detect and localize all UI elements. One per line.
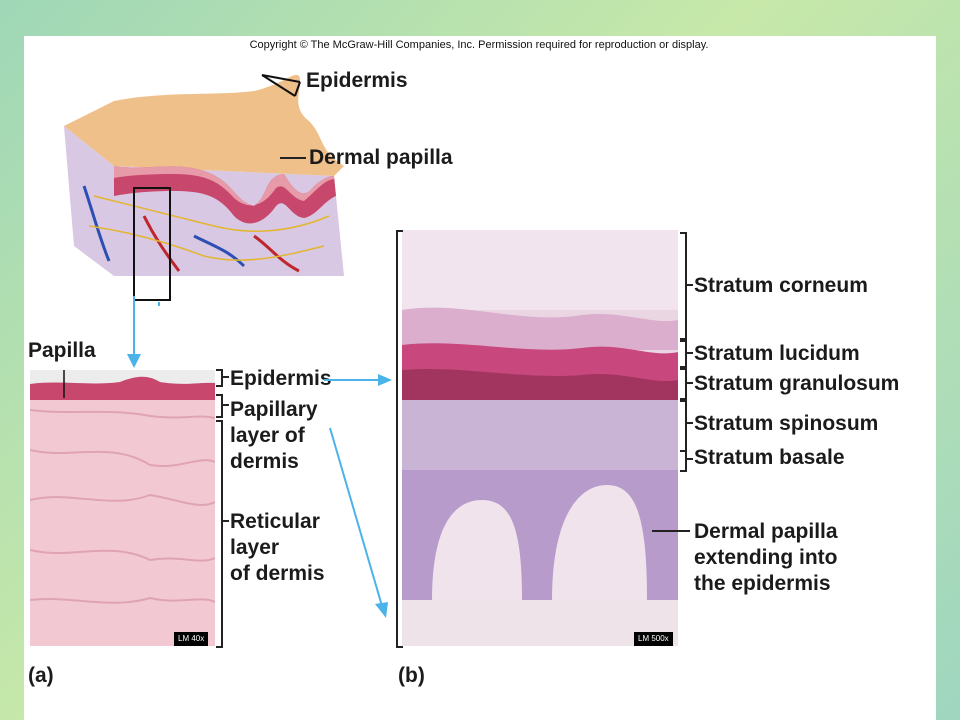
arrow-to-panel-a <box>127 296 141 368</box>
label-papillary-3: dermis <box>230 450 299 473</box>
label-spinosum: Stratum spinosum <box>694 412 879 435</box>
tick-corneum <box>687 284 693 286</box>
bracket-papillary <box>216 394 223 418</box>
panel-b-letter: (b) <box>398 664 425 687</box>
tick-lucidum <box>687 352 693 354</box>
bracket-b-left <box>396 230 403 648</box>
label-reticular-3: of dermis <box>230 562 325 585</box>
skin-block-illustration <box>64 74 344 306</box>
bracket-lucidum <box>680 340 687 368</box>
scale-a: LM 40x <box>174 632 209 646</box>
tick-spinosum <box>687 422 693 424</box>
label-basale: Stratum basale <box>694 446 845 469</box>
label-dermal-papilla-illustration: Dermal papilla <box>309 146 453 169</box>
bracket-corneum <box>680 232 687 340</box>
label-papilla-b-3: the epidermis <box>694 572 831 595</box>
micrograph-b <box>402 230 678 646</box>
bracket-epidermis-a <box>216 369 223 387</box>
label-papilla-b-1: Dermal papilla <box>694 520 838 543</box>
pointer-dermal-papilla-b <box>652 530 690 532</box>
label-corneum: Stratum corneum <box>694 274 868 297</box>
epidermis-pointer <box>261 74 301 97</box>
label-granulosum: Stratum granulosum <box>694 372 900 395</box>
tick-papillary <box>223 404 229 406</box>
tick-granulosum <box>687 382 693 384</box>
tick-reticular <box>223 520 229 522</box>
bracket-basale <box>680 450 687 472</box>
label-papillary-1: Papillary <box>230 398 318 421</box>
dermal-papilla-pointer <box>280 157 306 159</box>
scale-b: LM 500x <box>634 632 673 646</box>
label-papilla: Papilla <box>28 339 96 362</box>
label-reticular-1: Reticular <box>230 510 320 533</box>
slide: Copyright © The McGraw-Hill Companies, I… <box>24 36 936 720</box>
bracket-reticular <box>216 420 223 648</box>
micrograph-a <box>30 370 215 646</box>
bracket-granulosum <box>680 368 687 400</box>
bracket-spinosum <box>680 400 687 452</box>
label-epidermis-a: Epidermis <box>230 367 332 390</box>
label-lucidum: Stratum lucidum <box>694 342 860 365</box>
copyright-notice: Copyright © The McGraw-Hill Companies, I… <box>249 39 709 51</box>
arrows-a-to-b <box>324 374 392 618</box>
label-epidermis-illustration: Epidermis <box>306 69 408 92</box>
label-reticular-2: layer <box>230 536 280 559</box>
label-papillary-2: layer of <box>230 424 305 447</box>
label-papilla-b-2: extending into <box>694 546 838 569</box>
panel-a-letter: (a) <box>28 664 54 687</box>
tick-epidermis-a <box>223 376 229 378</box>
tick-basale <box>687 458 693 460</box>
